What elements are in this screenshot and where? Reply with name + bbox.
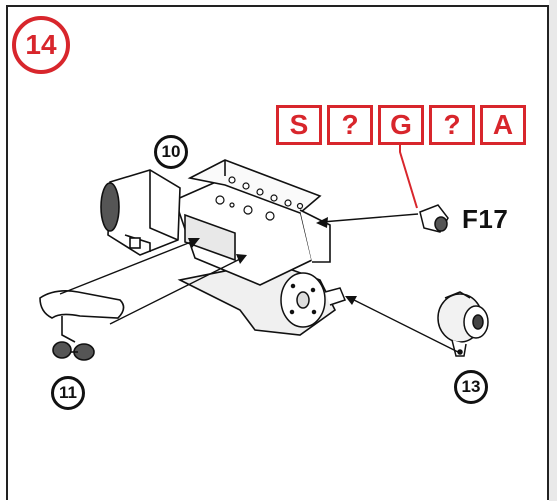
letter-box-1: S <box>276 105 322 145</box>
step-number-badge: 14 <box>12 16 70 74</box>
letter-leader-line <box>399 145 418 209</box>
arrow-11-lower <box>109 257 243 325</box>
front-pulley <box>280 272 347 328</box>
letter-box-4: ? <box>429 105 475 145</box>
callout-11: 11 <box>51 376 85 410</box>
gearbox-housing <box>100 169 181 256</box>
part-13-alternator <box>437 291 489 357</box>
exhaust-hose <box>39 290 125 361</box>
callout-10: 10 <box>154 135 188 169</box>
arrow-heads <box>188 217 357 305</box>
head-bolts <box>215 176 304 221</box>
letter-box-5: A <box>480 105 526 145</box>
part-code-label: F17 <box>462 204 509 234</box>
assembly-arrows <box>59 213 459 353</box>
instruction-frame <box>6 5 549 500</box>
page-edge <box>549 0 557 501</box>
letter-box-3: G <box>378 105 424 145</box>
arrow-f17 <box>321 213 419 223</box>
part-f17-fitting <box>419 204 449 233</box>
arrow-13 <box>349 297 459 353</box>
letter-box-2: ? <box>327 105 373 145</box>
callout-13: 13 <box>454 370 488 404</box>
arrow-11-upper <box>59 239 197 295</box>
